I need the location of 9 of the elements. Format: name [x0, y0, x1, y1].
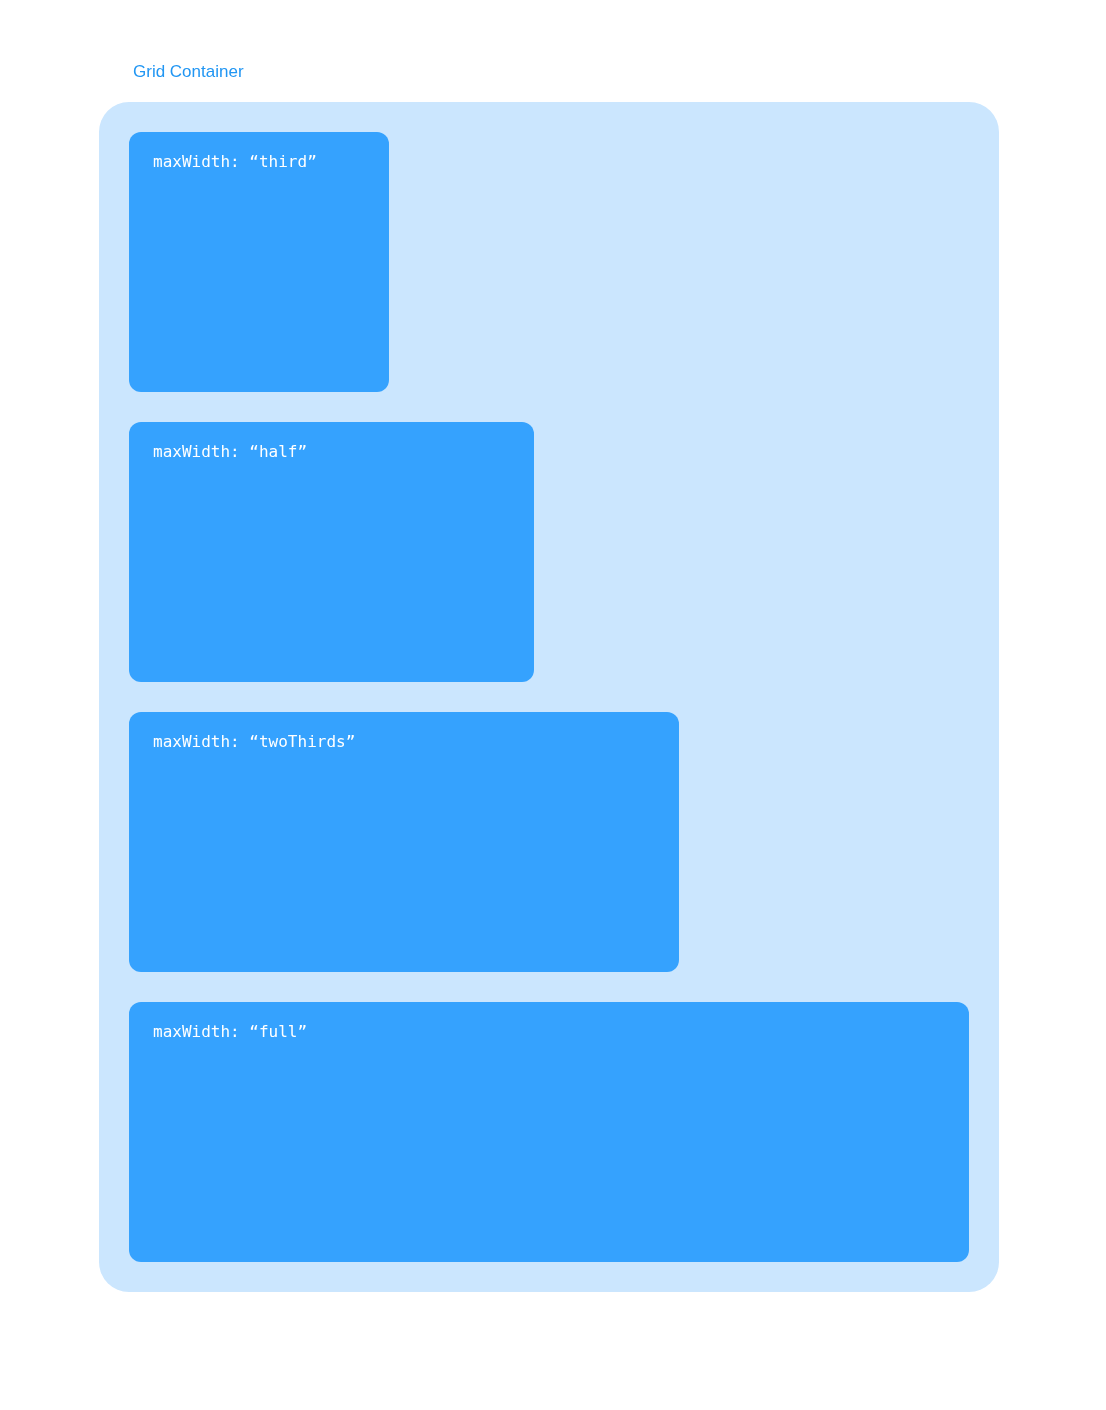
grid-item-box	[129, 422, 534, 682]
code-label: maxWidth: “half”	[153, 442, 308, 461]
grid-item-box	[129, 712, 679, 972]
grid-item-box	[129, 132, 389, 392]
grid-item-box	[129, 1002, 969, 1262]
code-label: maxWidth: “full”	[153, 1022, 308, 1041]
code-label: maxWidth: “twoThirds”	[153, 732, 356, 751]
code-label: maxWidth: “third”	[153, 152, 317, 171]
container-title: Grid Container	[133, 62, 244, 82]
